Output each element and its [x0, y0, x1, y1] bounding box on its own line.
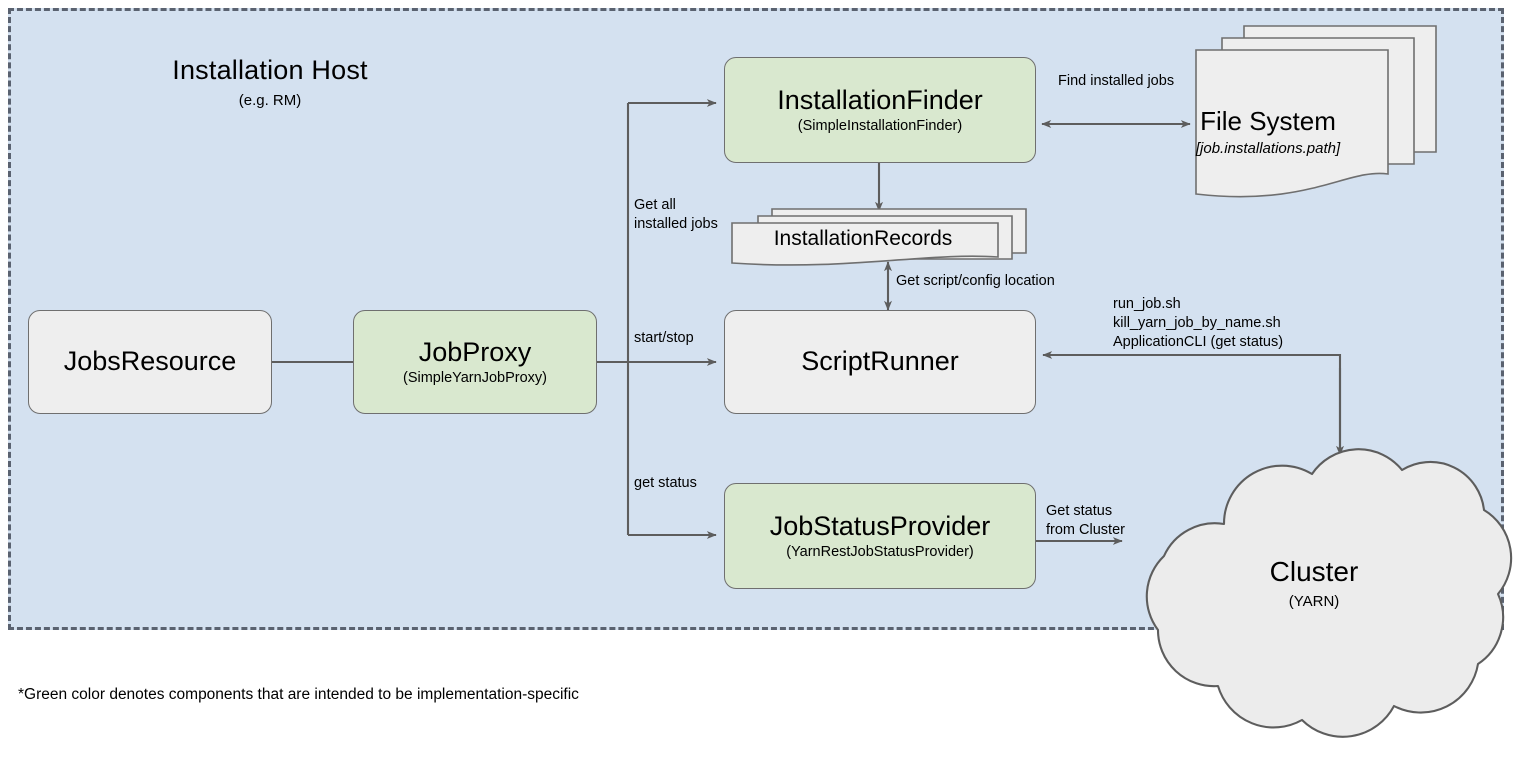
node-cluster-title: Cluster [1269, 556, 1359, 587]
node-installation-finder-subtitle: (SimpleInstallationFinder) [797, 118, 963, 135]
node-cluster[interactable]: Cluster (YARN) [1106, 418, 1521, 744]
node-installation-records[interactable]: InstallationRecords [728, 205, 1030, 267]
node-job-proxy-subtitle: (SimpleYarnJobProxy) [403, 370, 547, 387]
node-installation-finder[interactable]: InstallationFinder (SimpleInstallationFi… [724, 57, 1036, 163]
node-script-runner[interactable]: ScriptRunner [724, 310, 1036, 414]
node-job-status-provider[interactable]: JobStatusProvider (YarnRestJobStatusProv… [724, 483, 1036, 589]
cloud-shape [1145, 448, 1513, 738]
node-job-proxy-title: JobProxy [418, 336, 532, 367]
node-installation-finder-title: InstallationFinder [777, 84, 983, 115]
installation-host-title: Installation Host [172, 55, 368, 85]
node-job-status-provider-subtitle: (YarnRestJobStatusProvider) [786, 544, 974, 561]
node-file-system[interactable]: File System [job.installations.path] [1188, 22, 1440, 214]
node-script-runner-title: ScriptRunner [801, 346, 959, 377]
legend-footnote: *Green color denotes components that are… [18, 686, 579, 703]
node-cluster-subtitle: (YARN) [1288, 593, 1340, 610]
node-jobs-resource[interactable]: JobsResource [28, 310, 272, 414]
node-jobs-resource-title: JobsResource [63, 346, 237, 377]
node-job-status-provider-title: JobStatusProvider [769, 510, 991, 541]
file-system-shape [1195, 25, 1437, 198]
node-job-proxy[interactable]: JobProxy (SimpleYarnJobProxy) [353, 310, 597, 414]
installation-records-shape [731, 208, 1027, 266]
installation-host-subtitle: (e.g. RM) [238, 92, 302, 109]
